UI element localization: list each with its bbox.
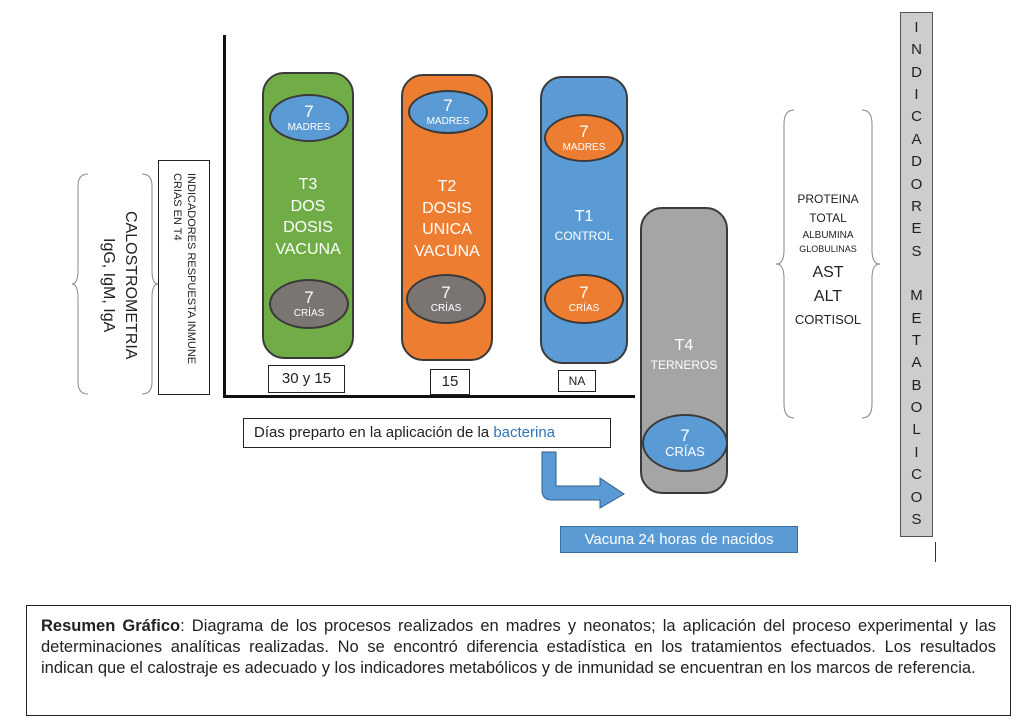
vertical-letter: B — [911, 376, 922, 394]
t2-line4: VACUNA — [414, 242, 480, 260]
t2-crias-label: CRÍAS — [430, 302, 462, 314]
summary-text: : Diagrama de los procesos realizados en… — [41, 617, 996, 677]
t2-madres-oval: 7 MADRES — [408, 90, 488, 134]
horizontal-axis — [223, 395, 635, 398]
t4-crias-label: CRÍAS — [665, 444, 705, 460]
vertical-letter: I — [914, 86, 919, 104]
t3-line3: DOSIS — [283, 219, 333, 237]
vertical-letter: I — [914, 19, 919, 36]
summary-box: Resumen Gráfico: Diagrama de los proceso… — [26, 605, 1011, 716]
bent-arrow-icon — [541, 451, 625, 509]
immunoglobulins-text: IgG, IgM, IgA — [100, 237, 117, 333]
t2-line1: T2 — [437, 178, 457, 195]
t1-crias-oval: 7 CRÍAS — [544, 274, 624, 324]
t1-madres-label: MADRES — [562, 141, 606, 153]
t2-madres-count: 7 — [443, 96, 453, 116]
vertical-letter: D — [911, 153, 922, 171]
vertical-letter: R — [911, 197, 922, 215]
vertical-letter: E — [911, 309, 922, 327]
right-brace — [775, 109, 881, 419]
treatment-t1: 7 MADRES T1 CONTROL 7 CRÍAS — [540, 76, 628, 364]
t3-line4: VACUNA — [275, 240, 341, 258]
immune-indicators-box: INDICADORES RESPUESTA INMUNE CRIAS EN T4 — [158, 160, 210, 395]
t1-line1: T1 — [574, 208, 594, 225]
t2-line3: UNICA — [422, 221, 472, 239]
vertical-letter: M — [910, 287, 923, 305]
t4-line1: T4 — [674, 337, 694, 354]
immune-indicators-line1: INDICADORES RESPUESTA INMUNE — [185, 173, 197, 365]
t3-crias-count: 7 — [304, 288, 314, 308]
t2-crias-oval: 7 CRÍAS — [406, 274, 486, 324]
treatment-t2: 7 MADRES T2 DOSIS UNICA VACUNA 7 CRÍAS — [401, 74, 493, 361]
t3-days-box: 30 y 15 — [268, 365, 345, 393]
treatment-t4: T4 TERNEROS 7 CRÍAS — [640, 207, 728, 494]
metabolic-total: TOTAL — [809, 211, 847, 225]
metabolic-cortisol: CORTISOL — [794, 312, 862, 327]
calostrometria-title: CALOSTROMETRIA — [122, 210, 139, 360]
t4-line2: TERNEROS — [650, 357, 718, 372]
t2-madres-label: MADRES — [426, 115, 470, 127]
summary-bold: Resumen Gráfico — [41, 617, 181, 635]
vertical-letter: T — [911, 332, 922, 350]
metabolic-albumina: ALBUMINA — [802, 230, 854, 241]
vertical-letter: O — [910, 399, 923, 417]
calostrometria-label: CALOSTROMETRIA IgG, IgM, IgA — [88, 180, 150, 390]
t1-crias-label: CRÍAS — [568, 302, 600, 314]
vertical-letter: C — [911, 108, 922, 126]
metabolic-list: PROTEINA TOTAL ALBUMINA GLOBULINAS AST A… — [786, 190, 870, 332]
treatment-t3: 7 MADRES T3 DOS DOSIS VACUNA 7 CRÍAS — [262, 72, 354, 359]
vertical-letter: O — [910, 488, 923, 506]
metabolic-proteina: PROTEINA — [797, 192, 859, 206]
vacuna-label: Vacuna 24 horas de nacidos — [560, 526, 798, 553]
vertical-letter: L — [912, 421, 921, 439]
t4-crias-count: 7 — [680, 425, 690, 445]
vertical-axis — [223, 35, 226, 397]
days-caption-box: Días preparto en la aplicación de la bac… — [243, 418, 611, 448]
metabolic-alt: ALT — [813, 288, 843, 305]
t1-line2: CONTROL — [554, 228, 614, 243]
t2-line2: DOSIS — [422, 199, 472, 217]
t3-line2: DOS — [290, 197, 326, 215]
t1-crias-count: 7 — [579, 283, 589, 303]
vertical-letter: E — [911, 220, 922, 238]
t3-label: T3 DOS DOSIS VACUNA — [264, 174, 352, 260]
vertical-letter: A — [911, 130, 922, 148]
t4-label: T4 TERNEROS — [642, 335, 726, 373]
vertical-letter: I — [914, 443, 919, 461]
days-caption-text: Días preparto en la aplicación de la — [254, 424, 494, 441]
t3-crias-oval: 7 CRÍAS — [269, 279, 349, 329]
t3-crias-label: CRÍAS — [293, 307, 325, 319]
column-tick — [935, 542, 936, 562]
t2-label: T2 DOSIS UNICA VACUNA — [403, 176, 491, 262]
immune-indicators-line2: CRIAS EN T4 — [171, 173, 183, 241]
t4-crias-oval: 7 CRÍAS — [642, 414, 728, 472]
t1-label: T1 CONTROL — [542, 206, 626, 244]
vertical-letter: S — [911, 510, 922, 528]
t3-madres-count: 7 — [304, 102, 314, 122]
vertical-letter: S — [911, 242, 922, 260]
days-caption-highlight: bacterina — [493, 424, 556, 441]
vertical-letter: A — [911, 354, 922, 372]
t3-madres-oval: 7 MADRES — [269, 94, 349, 142]
vertical-letter: C — [911, 466, 922, 484]
vertical-letter: D — [911, 63, 922, 81]
t2-crias-count: 7 — [441, 283, 451, 303]
metabolic-globulinas: GLOBULINAS — [799, 244, 857, 254]
t3-line1: T3 — [298, 176, 318, 193]
vertical-letter: O — [910, 175, 923, 193]
t3-madres-label: MADRES — [287, 121, 331, 133]
t2-days-box: 15 — [430, 369, 470, 395]
t1-days-box: NA — [558, 370, 596, 392]
t1-madres-count: 7 — [579, 122, 589, 142]
metabolic-ast: AST — [812, 264, 844, 281]
vertical-letter: N — [911, 41, 922, 59]
t1-madres-oval: 7 MADRES — [544, 114, 624, 162]
